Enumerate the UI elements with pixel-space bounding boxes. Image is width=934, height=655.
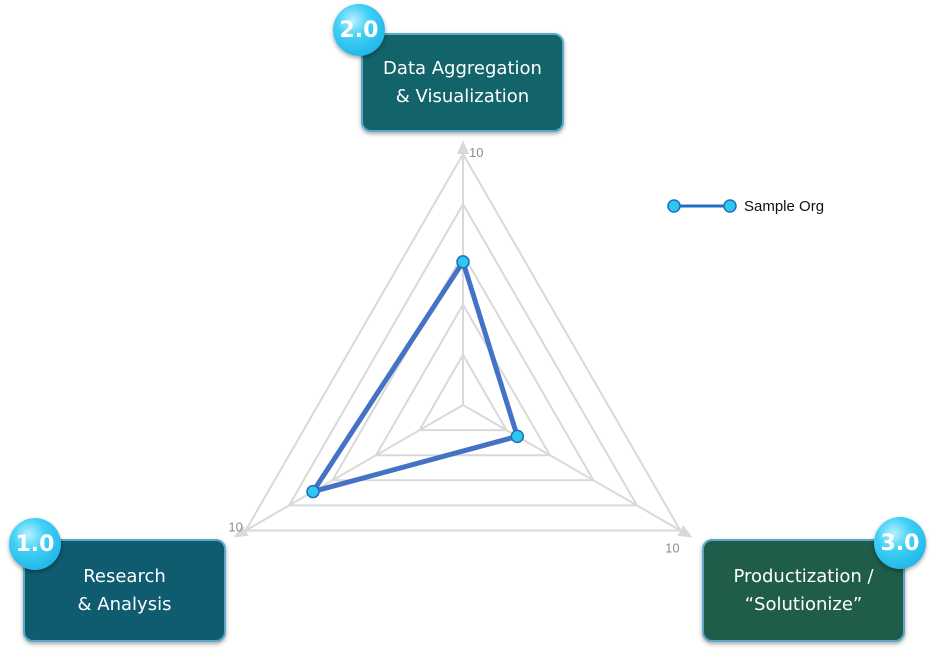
series-point-left [306, 484, 320, 499]
legend-swatch [667, 199, 737, 213]
axis-card-productization: Productization / “Solutionize” [702, 539, 905, 642]
legend-label: Sample Org [744, 197, 825, 215]
axis-card-data-aggregation: Data Aggregation & Visualization [361, 33, 564, 132]
axis-max-label-top: 10 [469, 145, 483, 160]
axis-label-line-1: Data Aggregation [383, 57, 542, 79]
grid-ring-2 [374, 302, 552, 457]
axis-badge-top: 2.0 [333, 4, 385, 56]
axis-label-line-1: Research [83, 565, 166, 587]
series-point-top [456, 255, 470, 269]
axis-label-line-2: “Solutionize” [744, 593, 863, 615]
axis-max-label-left: 10 [228, 520, 242, 535]
axis-arrow-left [233, 525, 249, 538]
axis-line-left [245, 404, 464, 532]
grid-ring-1 [417, 352, 509, 432]
legend: Sample Org [666, 196, 824, 216]
grid-ring-4 [287, 202, 639, 507]
axis-badge-left: 1.0 [9, 518, 61, 570]
axis-line-right [462, 404, 681, 532]
axis-label-line-2: & Analysis [77, 593, 172, 615]
series-line-0 [310, 259, 520, 495]
axis-label-line-1: Productization / [733, 565, 874, 587]
grid-ring-5 [243, 151, 683, 532]
axis-max-label-right: 10 [665, 541, 679, 556]
axis-label-line-2: & Visualization [395, 85, 530, 107]
axis-arrow-top [457, 140, 469, 154]
grid-ring-3 [330, 252, 596, 482]
axis-badge-right: 3.0 [874, 517, 926, 569]
axis-arrow-right [677, 525, 693, 538]
series-point-right [510, 429, 525, 444]
